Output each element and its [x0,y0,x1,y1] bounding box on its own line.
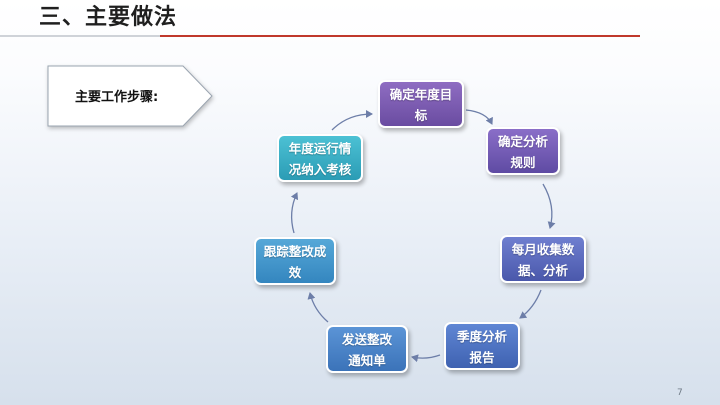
step-line: 标 [414,108,428,123]
step-annual-assessment: 年度运行情 况纳入考核 [277,134,363,182]
step-line: 跟踪整改成 [263,244,327,259]
title-underline-red [160,35,640,37]
step-line: 每月收集数 [511,242,575,257]
step-line: 年度运行情 [288,141,352,156]
slide-title: 三、主要做法 [39,5,178,30]
title-underline-grey [0,35,160,37]
step-line: 发送整改 [341,332,392,347]
step-line: 确定年度目 [389,87,453,102]
step-line: 确定分析 [497,134,548,149]
callout-label: 主要工作步骤: [75,90,159,105]
arrow-2-to-3 [542,183,556,229]
steps-callout: 主要工作步骤: [47,65,213,127]
page-number: 7 [677,388,683,398]
step-define-analysis-rules: 确定分析 规则 [486,127,560,175]
step-set-annual-target: 确定年度目 标 [378,80,464,128]
step-line: 规则 [510,155,536,170]
step-send-rectification-notice: 发送整改 通知单 [326,325,408,373]
arrow-7-to-1 [331,110,373,131]
arrow-5-to-6 [307,292,329,323]
step-line: 据、分析 [517,263,568,278]
callout-arrow-shape [47,65,213,127]
step-line: 报告 [469,350,495,365]
step-line: 况纳入考核 [288,162,352,177]
arrow-1-to-2 [465,109,493,125]
step-track-rectification: 跟踪整改成 效 [254,237,336,285]
step-line: 通知单 [348,353,386,368]
step-quarterly-report: 季度分析 报告 [444,322,520,370]
arrow-3-to-4 [519,289,542,319]
step-line: 效 [288,265,302,280]
step-monthly-data-collection: 每月收集数 据、分析 [500,235,586,283]
step-line: 季度分析 [456,329,507,344]
arrow-4-to-5 [411,354,441,363]
arrow-6-to-7 [290,192,299,234]
